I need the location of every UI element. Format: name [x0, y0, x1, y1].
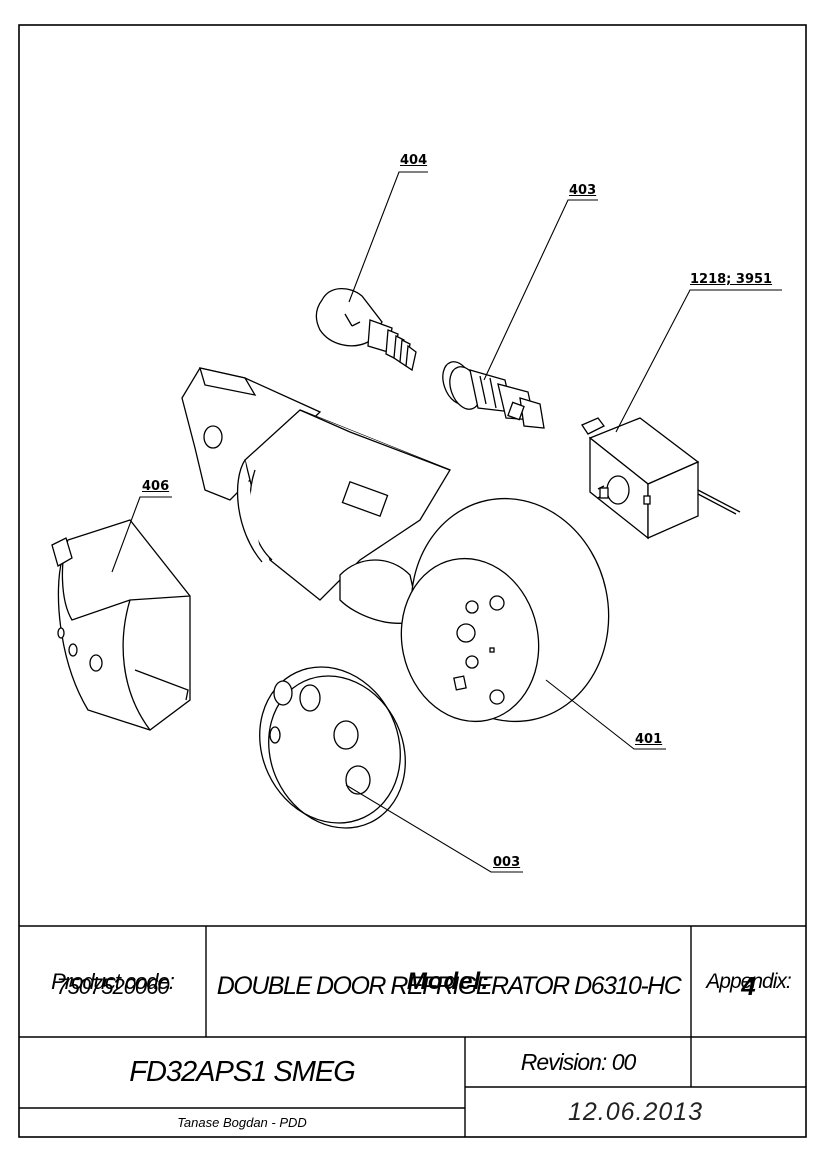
model-value: DOUBLE DOOR REFRIGERATOR D6310-HC [216, 972, 682, 1000]
callout-1218-3951: 1218; 3951 [690, 272, 773, 287]
part-401-lamp-housing [181, 367, 610, 723]
revision: Revision: 00 [520, 1048, 637, 1075]
model-cell: Model: DOUBLE DOOR REFRIGERATOR D6310-HC [206, 926, 691, 1037]
author: Tanase Bogdan - PDD [177, 1115, 307, 1130]
callout-401: 401 [635, 732, 663, 747]
product-code-value: 7507520060 [56, 973, 169, 999]
product-code-cell: Product code: 7507520060 [19, 926, 206, 1037]
callout-003: 003 [493, 855, 521, 870]
callout-406: 406 [142, 479, 170, 494]
appendix-cell: Appendix: 4 [691, 926, 806, 1037]
appendix-value: 4 [741, 970, 756, 1001]
part-003-diffuser-disc [259, 666, 406, 829]
date-cell: 12.06.2013 [465, 1087, 806, 1137]
title-block-grid [19, 925, 806, 1137]
sheet-frame [18, 24, 807, 1138]
callout-403: 403 [569, 183, 597, 198]
part-406-cover [51, 519, 191, 731]
revision-cell: Revision: 00 [465, 1037, 691, 1087]
callout-leaders [111, 171, 782, 873]
part-404-lamp-bulb [315, 287, 417, 372]
author-cell: Tanase Bogdan - PDD [19, 1108, 465, 1137]
part-1218-thermostat [581, 417, 741, 540]
appendix-label: Appendix: [706, 970, 791, 993]
part-name-cell: FD32APS1 SMEG [19, 1037, 465, 1108]
product-code-label: Product code: [51, 968, 175, 994]
callout-404: 404 [400, 153, 428, 168]
date: 12.06.2013 [567, 1097, 704, 1126]
part-403-lamp-holder [442, 361, 545, 429]
part-name: FD32APS1 SMEG [129, 1056, 356, 1088]
model-label: Model: [406, 967, 491, 995]
